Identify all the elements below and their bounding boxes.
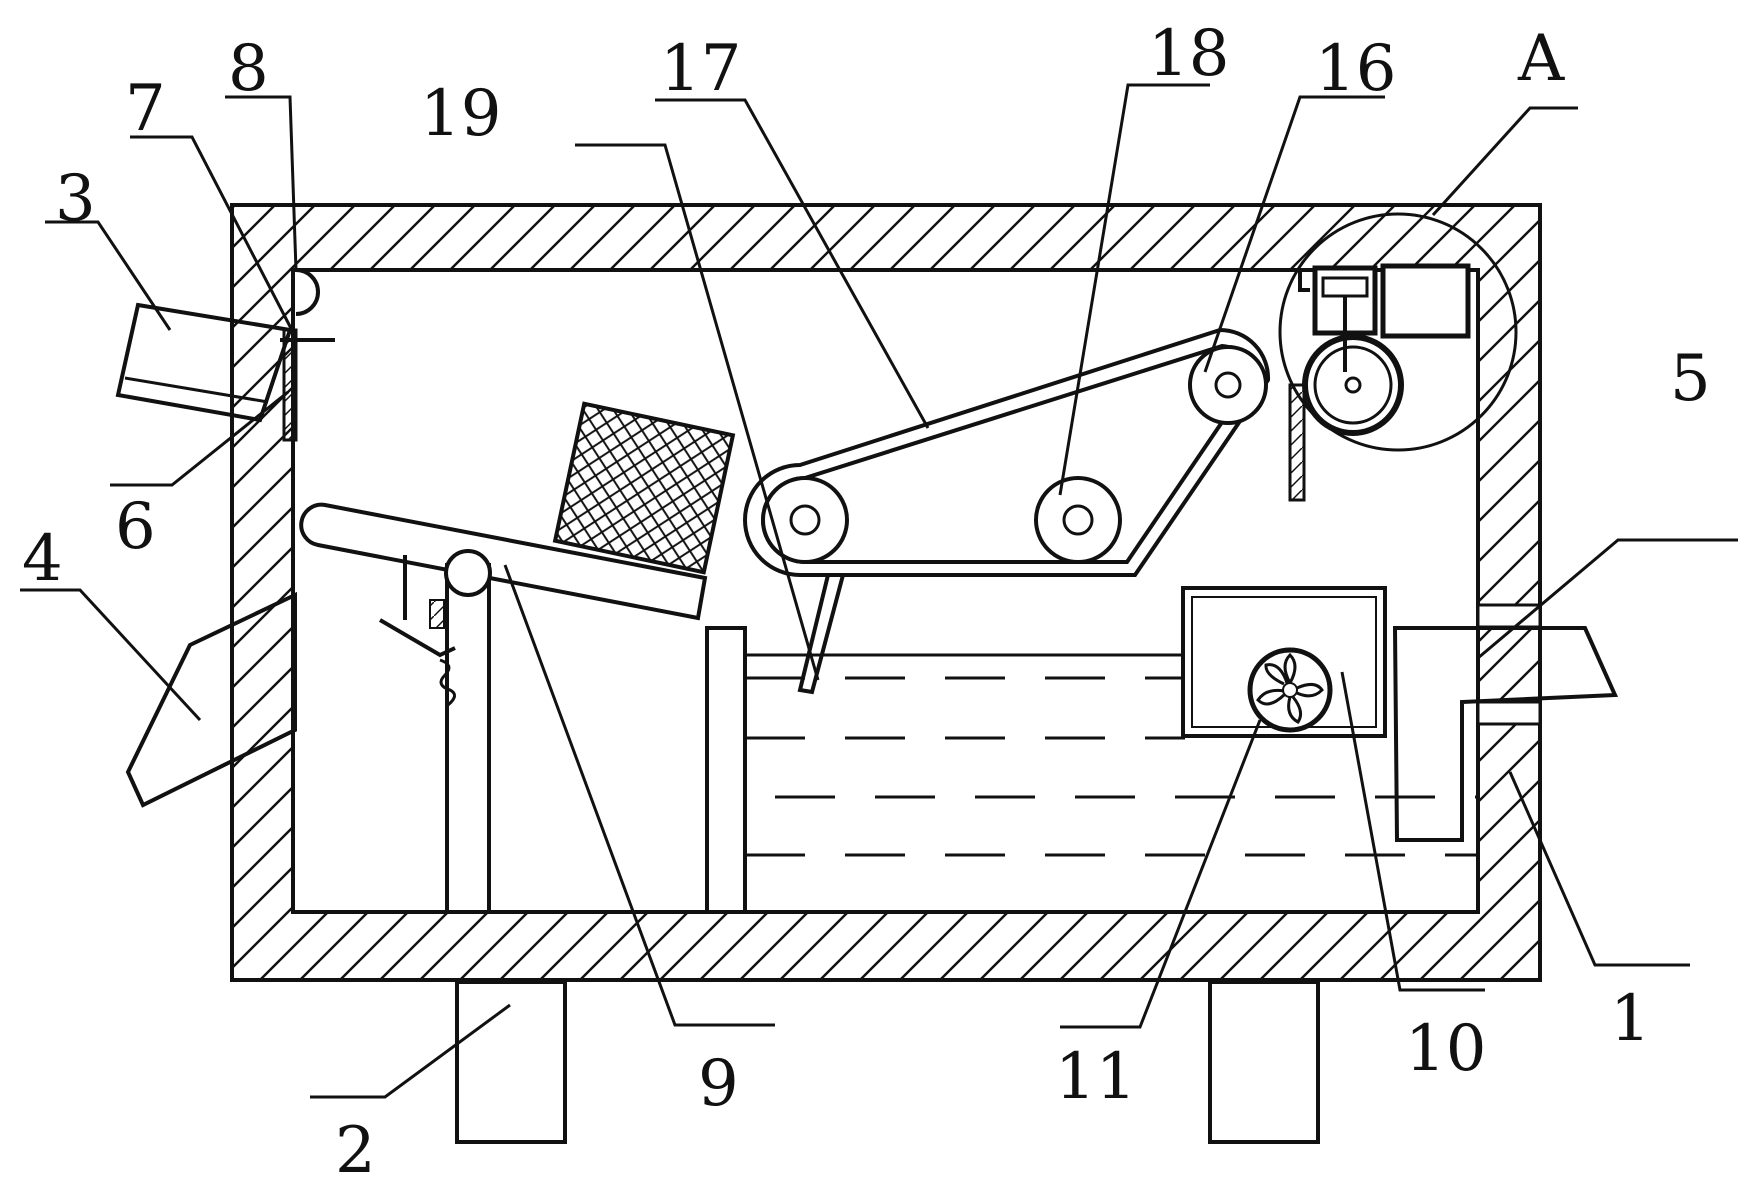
support-post	[445, 563, 491, 914]
callout-labels: 1 2 3 4 5 6 7 8 9 10 11 16 17 18 19 A	[22, 17, 1711, 1185]
label-18: 18	[1148, 17, 1229, 91]
label-9: 9	[698, 1047, 739, 1121]
label-a: A	[1517, 22, 1565, 96]
leader-lines	[20, 83, 1738, 1099]
support-legs	[455, 980, 1320, 1144]
label-4: 4	[22, 522, 63, 596]
water-tank	[705, 626, 1478, 914]
label-11: 11	[1055, 1040, 1136, 1114]
label-2: 2	[335, 1114, 376, 1185]
screen-plate	[299, 401, 736, 621]
belt-conveyor	[743, 327, 1306, 695]
label-17: 17	[660, 32, 741, 106]
discharge-chute	[125, 591, 297, 808]
outlet-spout	[1392, 603, 1619, 842]
label-19: 19	[420, 77, 501, 151]
label-10: 10	[1405, 1012, 1486, 1086]
detail-a-drive	[1278, 212, 1518, 452]
label-8: 8	[228, 32, 269, 106]
label-3: 3	[55, 162, 96, 236]
spring-lever	[378, 555, 456, 707]
inlet-hopper	[115, 302, 293, 423]
label-5: 5	[1670, 342, 1711, 416]
label-1: 1	[1610, 982, 1651, 1056]
label-6: 6	[115, 490, 156, 564]
fan-box	[1181, 586, 1387, 738]
inlet-gate	[280, 268, 335, 442]
label-7: 7	[125, 72, 166, 146]
label-16: 16	[1315, 32, 1396, 106]
